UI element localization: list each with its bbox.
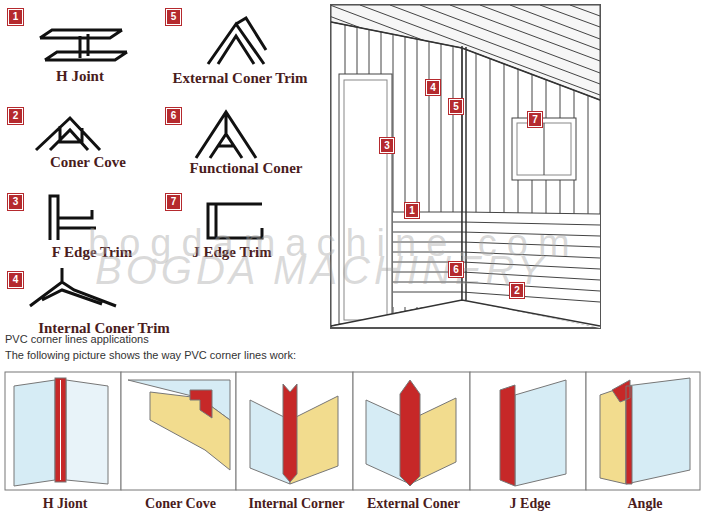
panel-label: H Jiont <box>5 496 125 512</box>
callout-number: 4 <box>426 80 440 95</box>
callout-number: 6 <box>166 108 181 124</box>
panel-label: J Edge <box>470 496 590 512</box>
callout-text: 6 <box>171 111 177 121</box>
application-panel: External Coner <box>353 372 474 522</box>
part-name: Functional Coner <box>190 160 303 177</box>
application-illustration-part <box>626 378 690 484</box>
callout-number: 1 <box>405 203 419 218</box>
callout-text: 7 <box>532 115 538 125</box>
application-illustration-part <box>612 380 632 484</box>
application-illustration-part <box>66 380 108 484</box>
application-illustration-part <box>236 372 353 490</box>
callout-number: 5 <box>449 99 463 114</box>
callout-number: 6 <box>449 262 463 277</box>
callout-number: 3 <box>8 194 23 210</box>
application-illustration-part <box>150 392 230 470</box>
callout-number: 2 <box>8 108 23 124</box>
callout-number: 3 <box>380 138 394 153</box>
callout-text: 3 <box>13 197 19 207</box>
application-illustration-part <box>353 372 470 490</box>
callout-text: 2 <box>13 111 19 121</box>
application-panel: J Edge <box>470 372 590 522</box>
callout-text: 5 <box>171 12 177 22</box>
application-panel: H Jiont <box>5 372 125 522</box>
application-illustration-part <box>14 380 55 486</box>
application-illustration-part <box>283 384 297 482</box>
part-name: H Joint <box>56 68 104 85</box>
callout-text: 6 <box>453 265 459 275</box>
panel-label: Coner Cove <box>121 496 240 512</box>
application-illustration-part <box>470 372 586 490</box>
watermark: BOGDA MACHINERY <box>95 248 548 293</box>
callout-text: 4 <box>430 83 436 93</box>
callout-text: 3 <box>384 141 390 151</box>
callout-number: 7 <box>528 112 542 127</box>
caption-note: PVC corner lines applications <box>5 333 149 345</box>
application-illustration-part <box>500 385 515 486</box>
application-panel: Coner Cove <box>121 372 240 522</box>
room-illustration-part-part <box>544 123 545 175</box>
profile-icon-part <box>208 18 266 64</box>
application-illustration-part <box>515 380 566 486</box>
profile-icon-part <box>40 30 127 60</box>
application-illustration-part <box>121 372 236 490</box>
callout-number: 5 <box>166 9 181 25</box>
application-illustration-part <box>586 372 700 490</box>
panel-label: External Coner <box>353 496 474 512</box>
application-panel: Internal Corner <box>236 372 357 522</box>
callout-number: 2 <box>510 283 524 298</box>
panel-label: Angle <box>586 496 703 512</box>
panel-label: Internal Corner <box>236 496 357 512</box>
callout-text: 7 <box>171 197 177 207</box>
part-name: Coner Cove <box>50 154 126 171</box>
callout-number: 7 <box>166 194 181 210</box>
room-illustration-part-part <box>517 123 571 175</box>
application-illustration-part <box>190 390 212 418</box>
part-name: External Coner Trim <box>173 70 308 87</box>
callout-text: 1 <box>409 206 415 216</box>
application-panel: Angle <box>586 372 703 522</box>
application-illustration-part <box>60 380 61 480</box>
application-illustration-part <box>5 372 121 490</box>
room-illustration-part-part <box>512 118 576 180</box>
profile-icon-part <box>36 118 100 150</box>
application-illustration <box>5 372 700 490</box>
caption-note: The following picture shows the way PVC … <box>5 349 296 361</box>
application-illustration-part <box>400 380 420 486</box>
callout-number: 1 <box>8 9 23 25</box>
profile-icon-part <box>196 112 256 158</box>
callout-text: 1 <box>13 12 19 22</box>
callout-number: 4 <box>8 272 23 288</box>
callout-text: 2 <box>514 286 520 296</box>
callout-text: 5 <box>453 102 459 112</box>
callout-text: 4 <box>13 275 19 285</box>
application-illustration-part <box>55 378 66 482</box>
